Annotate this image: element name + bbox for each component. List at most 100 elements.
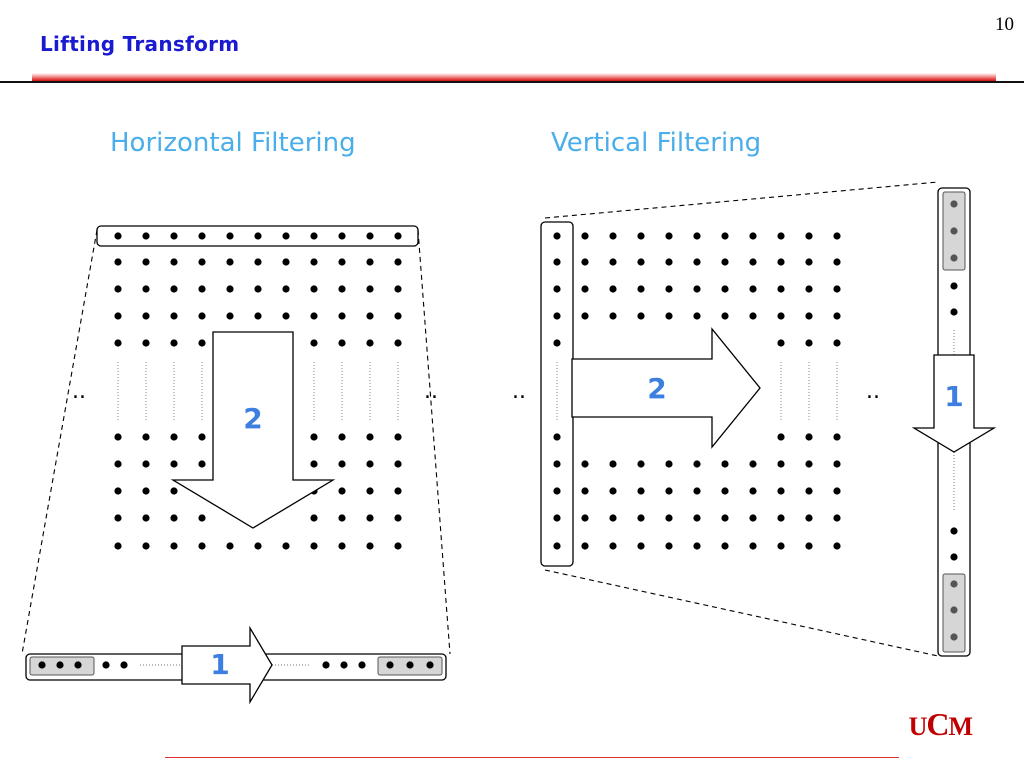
grid-sample-dot bbox=[805, 514, 813, 522]
grid-sample-dot bbox=[553, 258, 561, 266]
column-boundary-sample bbox=[950, 606, 958, 614]
grid-sample-dot bbox=[338, 460, 346, 468]
grid-sample-dot bbox=[637, 258, 645, 266]
grid-sample-dot bbox=[721, 460, 729, 468]
grid-sample-dot bbox=[310, 460, 318, 468]
grid-sample-dot bbox=[114, 542, 122, 550]
grid-sample-dot bbox=[553, 433, 561, 441]
grid-sample-dot bbox=[114, 258, 122, 266]
horizontal-pass-arrow bbox=[181, 625, 273, 705]
grid-sample-dot bbox=[665, 460, 673, 468]
grid-sample-dot bbox=[581, 514, 589, 522]
grid-sample-dot bbox=[114, 339, 122, 347]
row-boundary-sample bbox=[56, 661, 64, 669]
grid-sample-dot bbox=[338, 232, 346, 240]
grid-sample-dot bbox=[366, 487, 374, 495]
projection-line-bottom bbox=[544, 569, 939, 657]
expanded-row-samples bbox=[38, 661, 434, 669]
grid-sample-dot bbox=[693, 542, 701, 550]
grid-sample-dot bbox=[665, 312, 673, 320]
grid-sample-dot bbox=[637, 487, 645, 495]
grid-sample-dot bbox=[142, 258, 150, 266]
vertical-dot-grid bbox=[553, 232, 841, 550]
grid-sample-dot bbox=[142, 487, 150, 495]
grid-sample-dot bbox=[721, 514, 729, 522]
grid-sample-dot bbox=[749, 285, 757, 293]
vertical-pass-arrow bbox=[170, 331, 336, 529]
grid-sample-dot bbox=[693, 514, 701, 522]
grid-sample-dot bbox=[226, 312, 234, 320]
grid-sample-dot bbox=[805, 460, 813, 468]
grid-sample-dot bbox=[394, 258, 402, 266]
grid-sample-dot bbox=[254, 312, 262, 320]
grid-sample-dot bbox=[609, 460, 617, 468]
grid-sample-dot bbox=[833, 258, 841, 266]
column-boundary-sample bbox=[950, 254, 958, 262]
expanded-column-samples bbox=[950, 200, 958, 641]
grid-sample-dot bbox=[805, 339, 813, 347]
grid-sample-dot bbox=[198, 258, 206, 266]
grid-sample-dot bbox=[338, 487, 346, 495]
grid-sample-dot bbox=[394, 285, 402, 293]
grid-sample-dot bbox=[665, 285, 673, 293]
column-sample bbox=[950, 282, 958, 290]
grid-sample-dot bbox=[749, 487, 757, 495]
grid-sample-dot bbox=[777, 312, 785, 320]
row-boundary-sample bbox=[38, 661, 46, 669]
grid-sample-dot bbox=[254, 232, 262, 240]
grid-sample-dot bbox=[553, 542, 561, 550]
grid-sample-dot bbox=[693, 460, 701, 468]
grid-sample-dot bbox=[581, 312, 589, 320]
vertical-step-2-label: 2 bbox=[647, 372, 666, 405]
grid-sample-dot bbox=[833, 285, 841, 293]
column-boundary-sample bbox=[950, 227, 958, 235]
grid-sample-dot bbox=[198, 542, 206, 550]
grid-sample-dot bbox=[665, 542, 673, 550]
grid-sample-dot bbox=[282, 542, 290, 550]
grid-sample-dot bbox=[749, 232, 757, 240]
grid-sample-dot bbox=[833, 487, 841, 495]
grid-sample-dot bbox=[693, 258, 701, 266]
grid-sample-dot bbox=[338, 433, 346, 441]
grid-sample-dot bbox=[609, 312, 617, 320]
grid-sample-dot bbox=[338, 339, 346, 347]
grid-sample-dot bbox=[394, 232, 402, 240]
grid-sample-dot bbox=[338, 312, 346, 320]
column-boundary-sample bbox=[950, 200, 958, 208]
grid-sample-dot bbox=[366, 514, 374, 522]
grid-sample-dot bbox=[665, 258, 673, 266]
row-boundary-sample bbox=[74, 661, 82, 669]
grid-sample-dot bbox=[805, 285, 813, 293]
row-sample bbox=[102, 661, 110, 669]
grid-sample-dot bbox=[693, 312, 701, 320]
grid-sample-dot bbox=[170, 312, 178, 320]
grid-sample-dot bbox=[833, 514, 841, 522]
grid-sample-dot bbox=[198, 460, 206, 468]
grid-sample-dot bbox=[226, 258, 234, 266]
grid-sample-dot bbox=[553, 232, 561, 240]
title-bar bbox=[32, 73, 996, 82]
grid-sample-dot bbox=[310, 514, 318, 522]
grid-sample-dot bbox=[226, 285, 234, 293]
grid-sample-dot bbox=[637, 232, 645, 240]
grid-sample-dot bbox=[553, 312, 561, 320]
grid-sample-dot bbox=[198, 339, 206, 347]
grid-sample-dot bbox=[142, 232, 150, 240]
ellipsis-right: .. bbox=[424, 379, 438, 404]
grid-sample-dot bbox=[170, 487, 178, 495]
horizontal-block-arrow bbox=[571, 327, 761, 449]
grid-sample-dot bbox=[721, 258, 729, 266]
column-boundary-sample bbox=[950, 580, 958, 588]
grid-sample-dot bbox=[338, 542, 346, 550]
grid-sample-dot bbox=[142, 433, 150, 441]
grid-sample-dot bbox=[282, 232, 290, 240]
grid-sample-dot bbox=[833, 460, 841, 468]
grid-sample-dot bbox=[366, 542, 374, 550]
grid-sample-dot bbox=[553, 460, 561, 468]
grid-sample-dot bbox=[581, 487, 589, 495]
grid-sample-dot bbox=[609, 258, 617, 266]
projection-line-left bbox=[21, 229, 98, 655]
grid-sample-dot bbox=[721, 312, 729, 320]
grid-sample-dot bbox=[366, 460, 374, 468]
grid-sample-dot bbox=[665, 514, 673, 522]
